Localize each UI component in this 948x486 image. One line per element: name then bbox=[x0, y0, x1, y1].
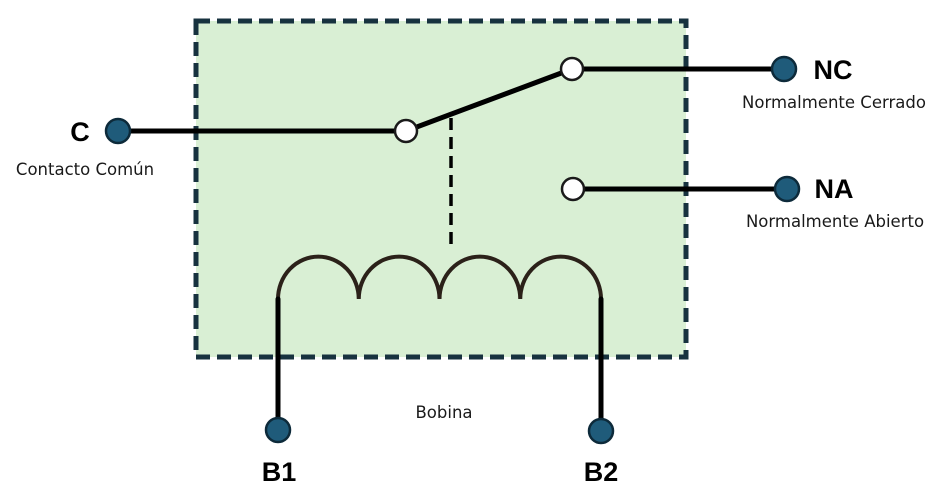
na-description: Normalmente Abierto bbox=[746, 212, 924, 231]
na-label: NA bbox=[815, 174, 854, 204]
na-terminal bbox=[773, 175, 801, 203]
b2-terminal bbox=[587, 417, 615, 445]
armature-lever bbox=[403, 66, 575, 134]
common-label: C bbox=[70, 117, 90, 147]
common-description: Contacto Común bbox=[16, 160, 154, 179]
nc-description: Normalmente Cerrado bbox=[742, 93, 926, 112]
b1-terminal bbox=[264, 416, 292, 444]
b2-label: B2 bbox=[584, 457, 619, 486]
nc-contact-point bbox=[559, 56, 585, 82]
coil-label: Bobina bbox=[415, 403, 472, 422]
common-contact-point bbox=[393, 118, 419, 144]
coil-loops bbox=[276, 254, 603, 300]
nc-label: NC bbox=[814, 55, 853, 85]
b1-label: B1 bbox=[262, 457, 297, 486]
nc-terminal bbox=[770, 55, 798, 83]
common-terminal bbox=[104, 117, 132, 145]
na-contact-point bbox=[560, 176, 586, 202]
